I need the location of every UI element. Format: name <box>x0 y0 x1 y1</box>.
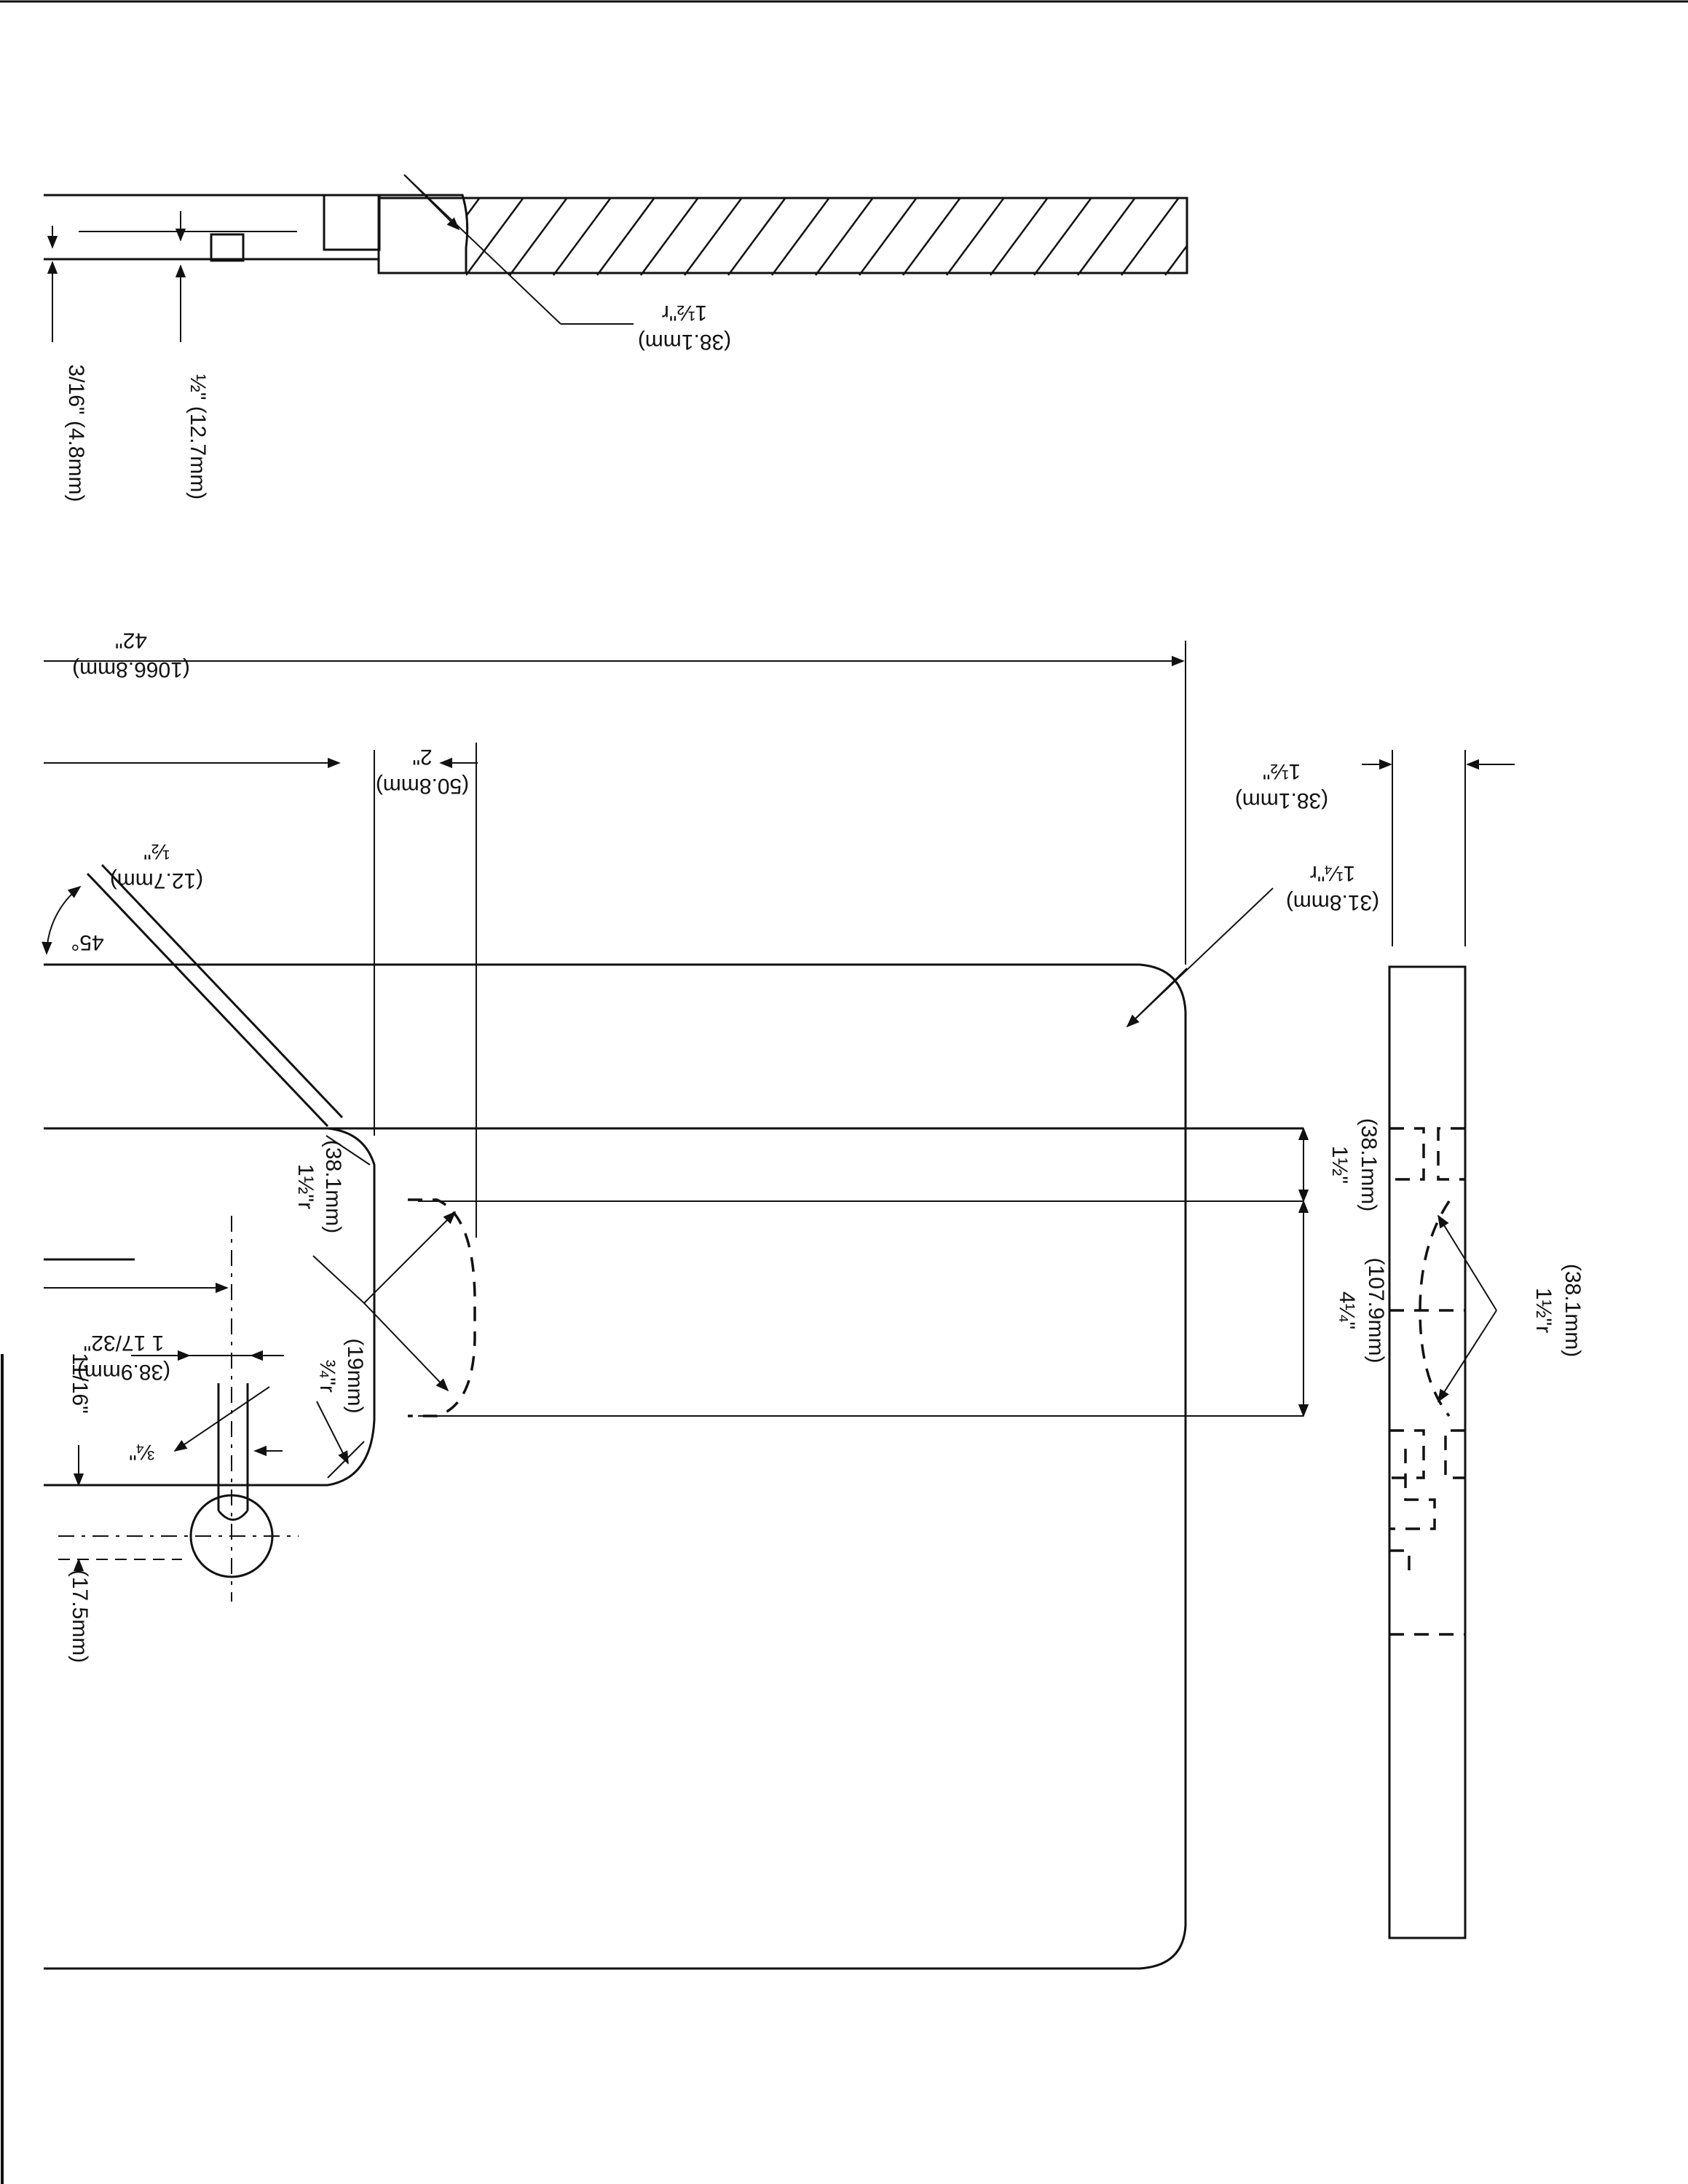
notch-length-text: 4¼" <box>1335 1291 1359 1329</box>
notch-radius-mm: (38.1mm) <box>321 1140 345 1233</box>
notch-radius-label: 1½"r (38.1mm) <box>293 1140 345 1233</box>
side-radius-text: 1½"r <box>1531 1288 1555 1333</box>
side-width-text: 1½" <box>1263 759 1301 783</box>
slot-offset-text: 1 17/32" <box>84 1331 165 1355</box>
corner-radius-mm: (31.8mm) <box>1286 890 1379 914</box>
notch-length-mm: (107.9mm) <box>1364 1257 1388 1363</box>
depth-half-label: ½" (12.7mm) <box>186 374 210 499</box>
side-width-mm: (38.1mm) <box>1235 788 1328 812</box>
side-radius-label: 1½"r (38.1mm) <box>1531 1264 1585 1357</box>
small-radius-mm: (19mm) <box>343 1338 367 1413</box>
section-hatch <box>466 198 1187 276</box>
overall-width-label: 42" (1066.8mm) <box>72 628 190 681</box>
overall-width-mm: (1066.8mm) <box>72 657 190 681</box>
small-radius-label: ¾"r (19mm) <box>315 1338 367 1413</box>
small-radius-text: ¾"r <box>315 1359 339 1393</box>
side-radius-mm: (38.1mm) <box>1561 1264 1585 1357</box>
corner-radius-text: 1¼"r <box>1310 861 1355 885</box>
notch-offset-text: 1½" <box>1328 1146 1352 1184</box>
offset-2-mm: (50.8mm) <box>376 774 469 798</box>
slot-width-label: ¾" <box>129 1440 155 1464</box>
angle-label: 45° <box>71 930 103 954</box>
depth-3-16-label: 3/16" (4.8mm) <box>64 364 88 502</box>
slot-edge-label: 11/16" <box>68 1353 92 1414</box>
notch-offset-label: 1½" (38.1mm) <box>1328 1118 1381 1211</box>
section-view <box>44 174 1188 342</box>
section-radius-label: 1½"r (38.1mm) <box>638 301 731 354</box>
notch-length-label: 4¼" (107.9mm) <box>1335 1257 1388 1363</box>
slot-offset-label: 1 17/32" (38.9mm) <box>77 1331 170 1384</box>
corner-radius-label: 1¼"r (31.8mm) <box>1286 861 1379 914</box>
section-radius-mm: (38.1mm) <box>638 330 731 354</box>
offset-2-text: 2" <box>412 745 432 769</box>
section-radius-text: 1½"r <box>662 301 707 325</box>
notch-radius-text: 1½"r <box>293 1164 318 1209</box>
plan-view <box>42 641 1309 1970</box>
overall-width-text: 42" <box>115 628 147 652</box>
side-view <box>1362 750 1515 1939</box>
side-width-label: 1½" (38.1mm) <box>1235 759 1328 812</box>
offset-2-label: 2" (50.8mm) <box>376 745 469 798</box>
chamfer-label: ½" (12.7mm) <box>110 839 203 893</box>
chamfer-text: ½" <box>143 839 170 863</box>
notch-offset-mm: (38.1mm) <box>1357 1118 1381 1211</box>
chamfer-mm: (12.7mm) <box>110 869 203 893</box>
slot-offset-mm: (38.9mm) <box>77 1360 170 1384</box>
slot-edge-mm: (17.5mm) <box>68 1570 92 1663</box>
